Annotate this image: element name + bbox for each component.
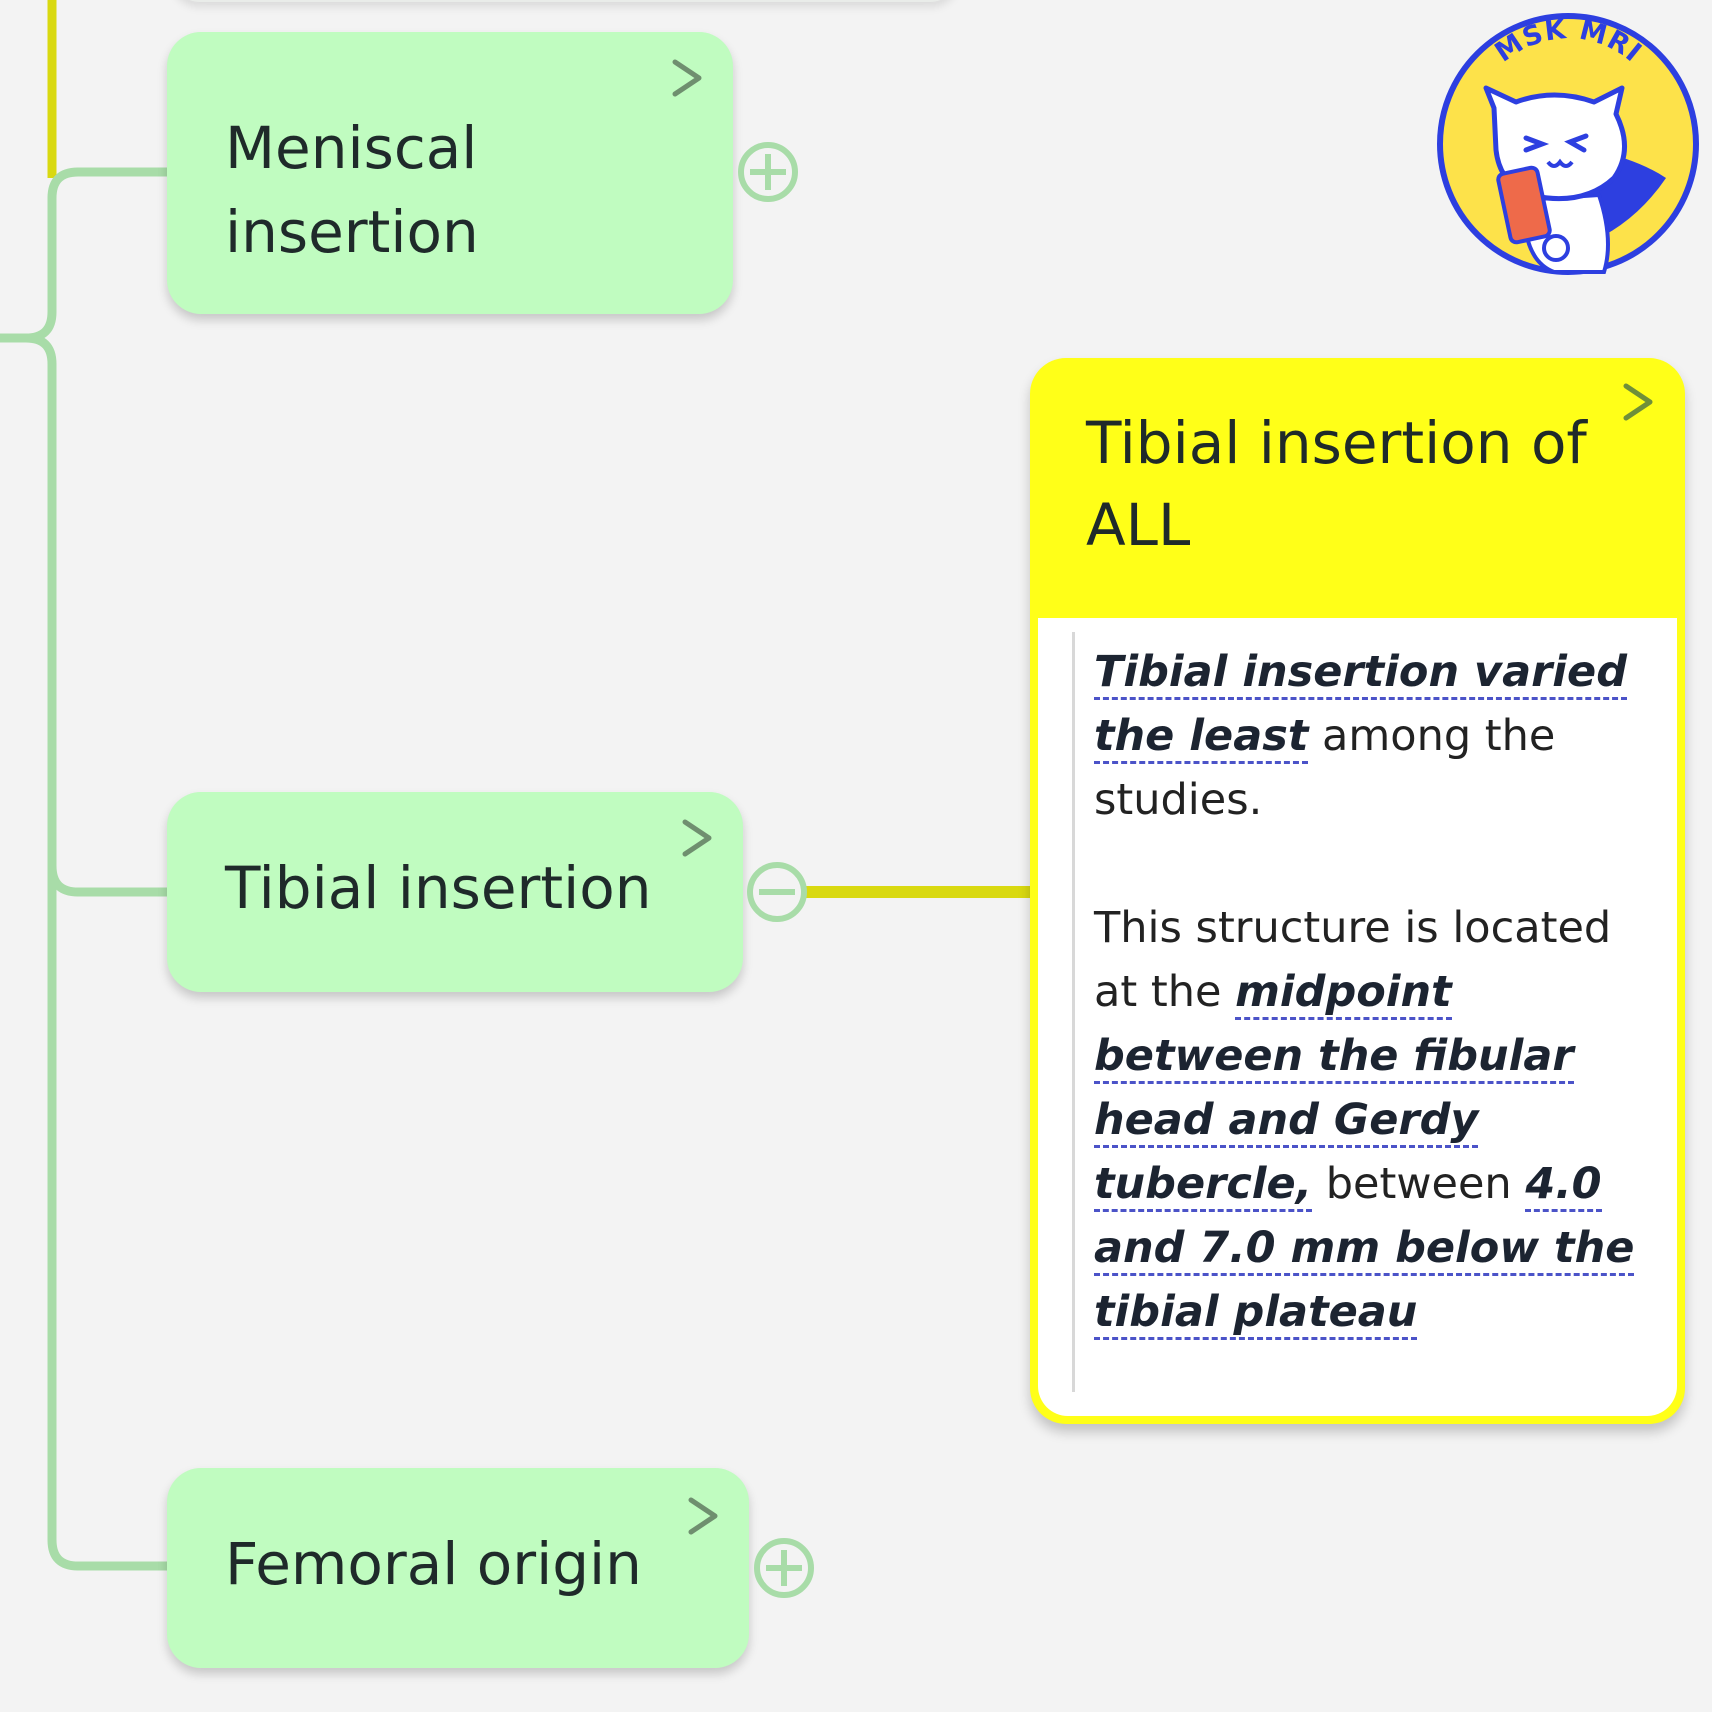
- plain-text: This structure is located: [1094, 903, 1612, 953]
- node-label: Tibial insertion: [225, 854, 652, 922]
- highlight-text: head and Gerdy: [1094, 1095, 1479, 1148]
- plus-circle-icon[interactable]: [736, 140, 800, 204]
- plain-text: among the: [1308, 711, 1556, 761]
- plus-circle-icon[interactable]: [752, 1536, 816, 1600]
- detail-title-line1: Tibial insertion of: [1086, 409, 1587, 477]
- node-label-line2: insertion: [225, 198, 479, 266]
- highlight-text: between the fibular: [1094, 1031, 1574, 1084]
- detail-note: Tibial insertion varied the least among …: [1038, 618, 1677, 1416]
- highlight-text: Tibial insertion varied: [1094, 647, 1627, 700]
- detail-title: Tibial insertion of ALL: [1086, 402, 1606, 566]
- plain-text: studies.: [1094, 775, 1263, 825]
- plain-text: between: [1312, 1159, 1526, 1209]
- chevron-right-icon[interactable]: [1622, 382, 1656, 422]
- parent-branch-green: [0, 167, 170, 1571]
- highlight-text: 4.0: [1525, 1159, 1602, 1212]
- highlight-text: and 7.0 mm below the: [1094, 1223, 1635, 1276]
- msk-mri-logo: MSK MRI: [1437, 13, 1699, 275]
- highlight-text: tubercle,: [1094, 1159, 1313, 1212]
- minus-circle-icon[interactable]: [745, 860, 809, 924]
- node-tibial-insertion[interactable]: Tibial insertion: [167, 792, 743, 992]
- highlight-text: tibial plateau: [1094, 1287, 1418, 1340]
- parent-node-edge[interactable]: [170, 0, 960, 2]
- highlight-text: the least: [1094, 711, 1309, 764]
- node-label: Femoral origin: [225, 1530, 642, 1598]
- plain-text: at the: [1094, 967, 1236, 1017]
- node-meniscal-insertion[interactable]: Meniscal insertion: [167, 32, 733, 314]
- node-femoral-origin[interactable]: Femoral origin: [167, 1468, 749, 1668]
- node-label-line1: Meniscal: [225, 114, 478, 182]
- chevron-right-icon[interactable]: [671, 58, 705, 98]
- detail-card-tibial-insertion-of-all[interactable]: Tibial insertion of ALL Tibial insertion…: [1030, 358, 1685, 1424]
- chevron-right-icon[interactable]: [681, 818, 715, 858]
- note-text: Tibial insertion varied the least among …: [1094, 640, 1654, 1344]
- quote-bar: [1072, 632, 1075, 1392]
- detail-title-line2: ALL: [1086, 491, 1191, 559]
- chevron-right-icon[interactable]: [687, 1496, 721, 1536]
- highlight-text: midpoint: [1235, 967, 1452, 1020]
